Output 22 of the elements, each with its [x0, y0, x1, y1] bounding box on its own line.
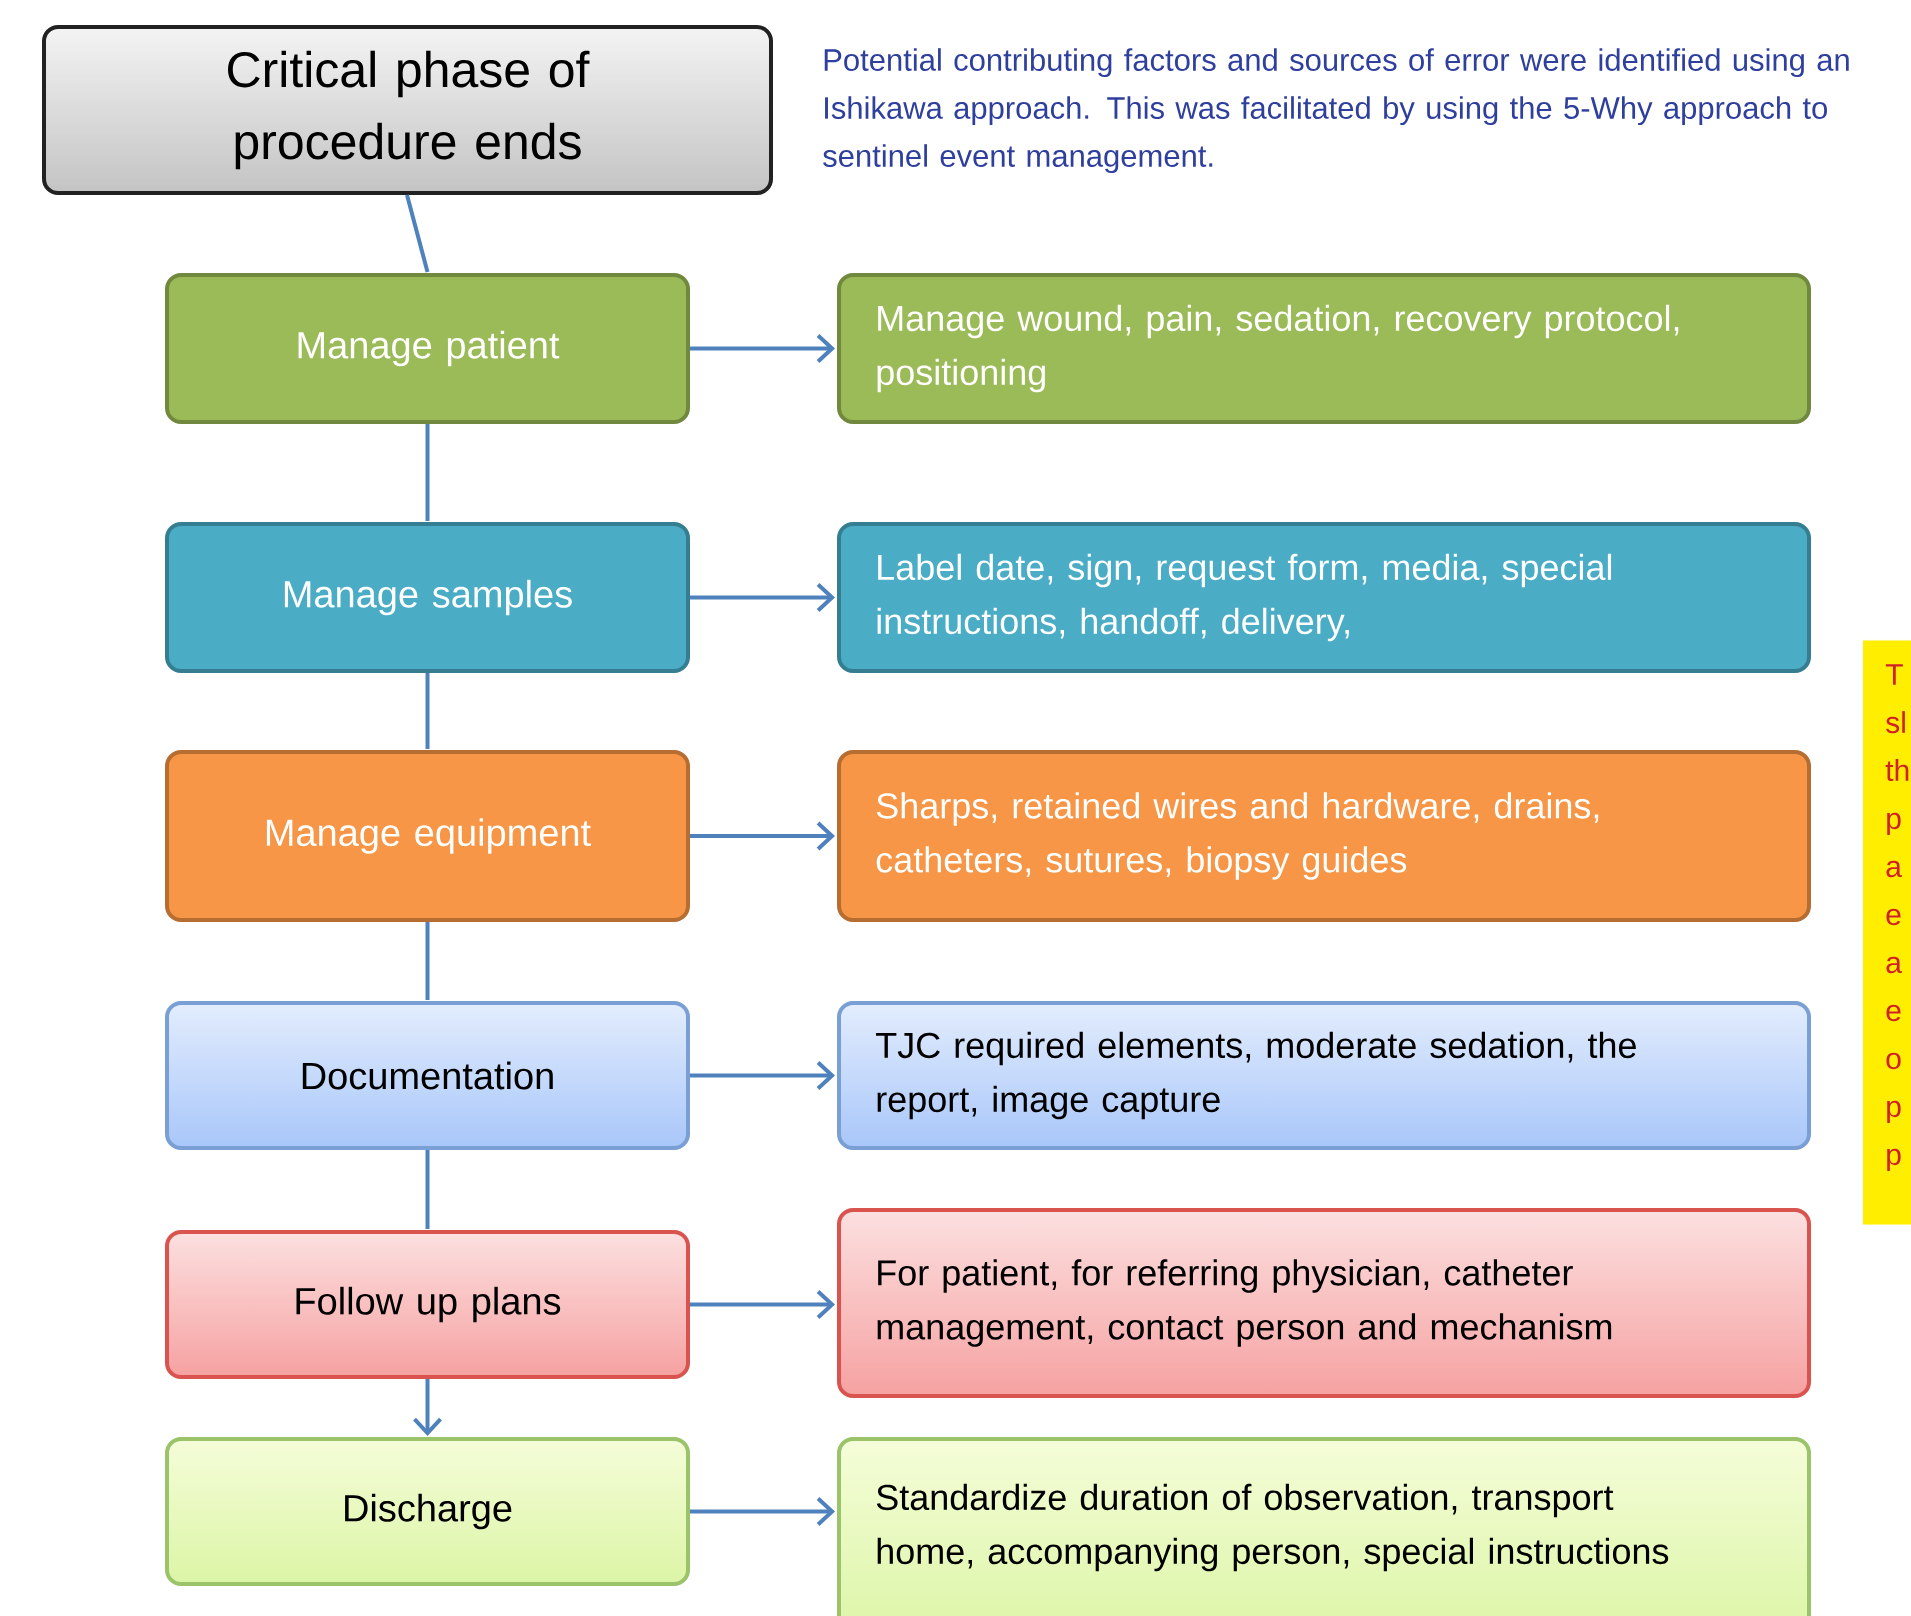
detail-box: Standardize duration of observation, transport home, accompanying person, special instructions [837, 1437, 1811, 1616]
arrow [690, 583, 835, 612]
step-box: Follow up plans [165, 1230, 690, 1379]
arrow [413, 1379, 442, 1436]
arrow [690, 1290, 835, 1319]
note-box: T sl th p a e a e o p p [1862, 639, 1911, 1226]
step-box: Manage patient [165, 273, 690, 424]
arrow [690, 821, 835, 851]
arrow [690, 1497, 835, 1526]
detail-box: Manage wound, pain, sedation, recovery protocol, positioning [837, 273, 1811, 424]
step-box: Manage equipment [165, 750, 690, 922]
arrow [690, 1061, 835, 1090]
detail-box: TJC required elements, moderate sedation, the report, image capture [837, 1001, 1811, 1150]
title-box: Critical phase of procedure ends [42, 25, 773, 195]
detail-box: Label date, sign, request form, media, special instructions, handoff, delivery, [837, 522, 1811, 673]
detail-box: For patient, for referring physician, catheter management, contact person and mechanism [837, 1208, 1811, 1398]
arrow [690, 334, 835, 363]
detail-box: Sharps, retained wires and hardware, drains, catheters, sutures, biopsy guides [837, 750, 1811, 922]
step-box: Documentation [165, 1001, 690, 1150]
note-text: Potential contributing factors and sources of error were identified using an Ishikawa approach. This was facilitated by using the 5-Why approach to sentinel event management. [823, 48, 1849, 174]
step-box: Discharge [165, 1437, 690, 1586]
step-box: Manage samples [165, 522, 690, 673]
